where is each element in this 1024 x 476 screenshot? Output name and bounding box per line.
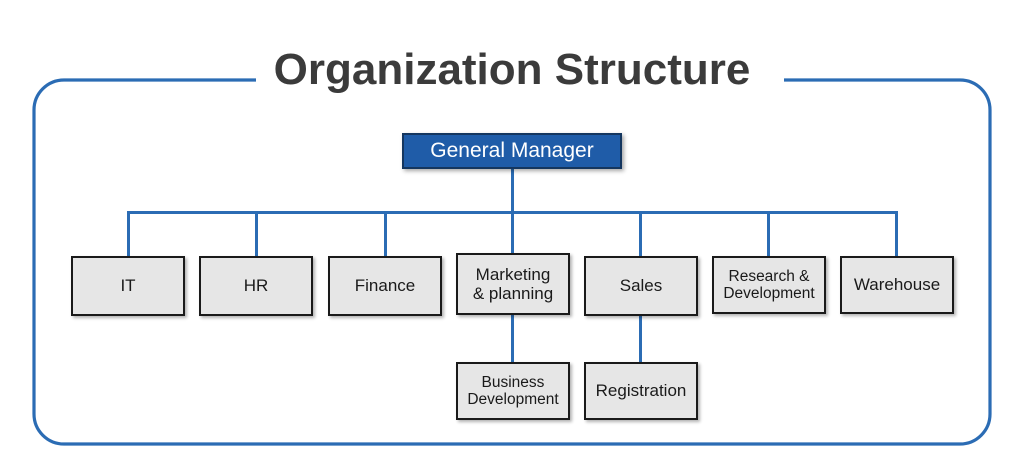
node-business-development[interactable]: Business Development [456,362,570,420]
connector-root-stem [511,168,514,213]
connector-drop-research-development [767,211,770,256]
node-label: General Manager [430,139,594,163]
node-marketing-planning[interactable]: Marketing & planning [456,253,570,315]
node-label: Marketing & planning [472,264,554,303]
node-general-manager[interactable]: General Manager [402,133,622,169]
connector-drop-warehouse [895,211,898,256]
node-label: Research & Development [723,267,815,302]
node-registration[interactable]: Registration [584,362,698,420]
node-hr[interactable]: HR [199,256,313,316]
node-label: HR [243,276,269,296]
connector-marketing-to-business-development [511,315,514,363]
node-sales[interactable]: Sales [584,256,698,316]
node-label: Warehouse [853,275,941,295]
node-it[interactable]: IT [71,256,185,316]
node-finance[interactable]: Finance [328,256,442,316]
connector-drop-it [127,211,130,256]
connector-drop-marketing [511,211,514,256]
node-research-development[interactable]: Research & Development [712,256,826,314]
node-label: Registration [595,381,687,401]
connector-drop-finance [384,211,387,256]
connector-drop-hr [255,211,258,256]
connector-sales-to-registration [639,315,642,363]
node-warehouse[interactable]: Warehouse [840,256,954,314]
node-label: IT [120,276,136,296]
node-label: Sales [619,276,663,296]
node-label: Finance [354,276,416,296]
connector-drop-sales [639,211,642,256]
node-label: Business Development [467,373,559,408]
page-title: Organization Structure [273,45,751,94]
